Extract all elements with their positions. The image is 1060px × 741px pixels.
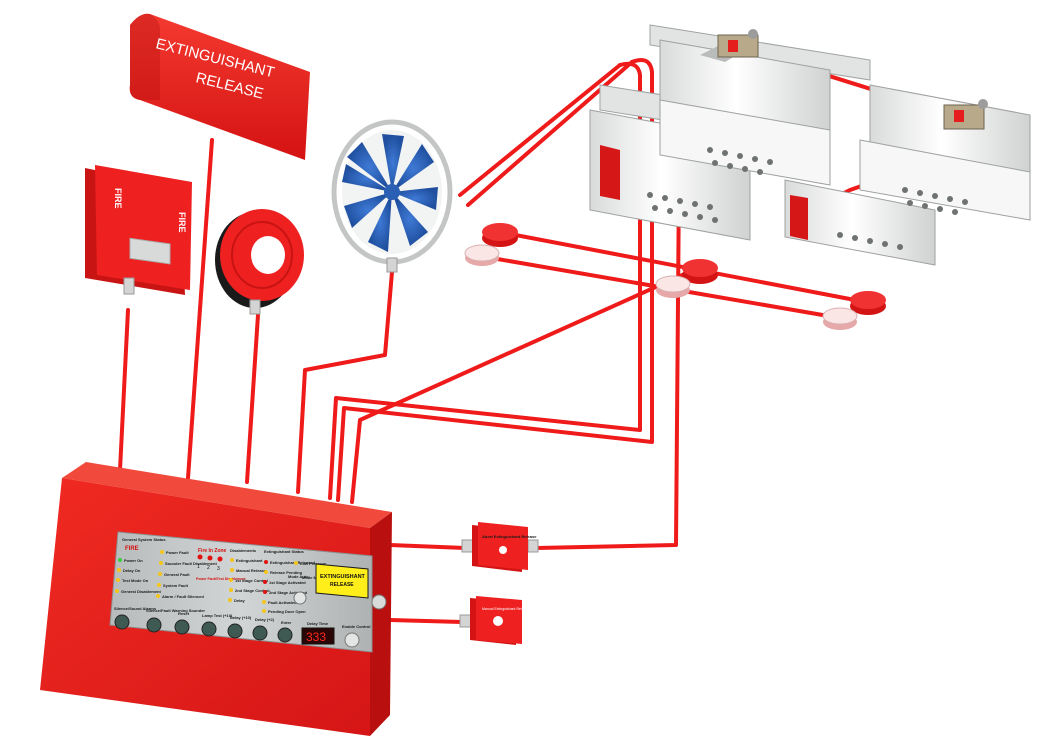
heat-detector-icon bbox=[682, 259, 718, 284]
wire-cyl-b bbox=[336, 58, 654, 502]
wire-cyl-a bbox=[328, 61, 642, 500]
button-label: Silence/Sound Alarms bbox=[114, 606, 157, 611]
led-label: 2nd Stage Control bbox=[235, 588, 269, 593]
led-label: 1st Stage Control bbox=[235, 578, 268, 583]
button-label: Delay (+10) bbox=[230, 615, 252, 620]
panel-lock-icon[interactable] bbox=[371, 594, 387, 610]
smoke-detector-icon bbox=[655, 275, 691, 298]
led-label: Sounder Fault Disablement bbox=[165, 561, 217, 566]
extinguishant-status-heading: Extinguishant Status bbox=[264, 549, 305, 554]
zone-number: 1 bbox=[197, 564, 200, 570]
led-label: Extinguishant Released bbox=[270, 560, 316, 565]
zone-number: 2 bbox=[207, 565, 210, 571]
heat-detector-icon bbox=[482, 223, 518, 247]
led-label: Delay On bbox=[123, 568, 141, 573]
wire-sign bbox=[186, 138, 214, 480]
general-status-heading: General System Status bbox=[122, 537, 166, 542]
led-label: Low Pressure bbox=[300, 561, 327, 566]
extinguishant-release-sign: EXTINGUISHANT RELEASE bbox=[129, 13, 310, 160]
fire-in-zone-heading: Fire In Zone bbox=[198, 548, 227, 554]
control-buttons: Silence/Sound Alarms Silence/Fault Warni… bbox=[114, 606, 370, 648]
led-label: Power On bbox=[124, 558, 143, 563]
strobe-label-left: FIRE bbox=[113, 188, 123, 209]
silence-sound-alarms-button[interactable] bbox=[114, 614, 130, 630]
abort-key-icon bbox=[499, 546, 507, 554]
lamp-test-button[interactable] bbox=[201, 621, 217, 637]
led-label: Alarm / Fault Silenced bbox=[162, 594, 204, 599]
fire-strobe-icon: FIRE FIRE bbox=[85, 165, 192, 295]
fire-control-panel: General System Status FIRE Fire In Zone … bbox=[40, 462, 392, 736]
fan-icon bbox=[331, 119, 453, 273]
wire-cyl-c bbox=[458, 63, 622, 197]
led-label: Fault Activated bbox=[268, 600, 297, 605]
button-label: Delay Time bbox=[307, 621, 329, 626]
nozzle-grid bbox=[647, 192, 718, 223]
smoke-detector-icon bbox=[822, 307, 858, 330]
mode-label: Mode Manual bbox=[302, 575, 327, 580]
smoke-detector-icon bbox=[464, 244, 500, 266]
zone-number: 3 bbox=[217, 566, 220, 572]
button-label: Silence/Fault Warning Sounder bbox=[146, 608, 205, 613]
panel-face bbox=[109, 531, 373, 653]
led-label: Delay bbox=[234, 598, 245, 603]
zone-note: Power Fault/Test Disablement bbox=[196, 577, 246, 581]
strobe-label-right: FIRE bbox=[177, 212, 187, 233]
fire-heading: FIRE bbox=[125, 546, 139, 552]
fault-led-column: Power Fault Sounder Fault Disablement Ge… bbox=[156, 550, 217, 599]
enable-control-key[interactable] bbox=[344, 632, 360, 648]
disablements-heading: Disablements bbox=[230, 548, 257, 553]
disablement-leds: Extinguishant Manual Release 1st Stage C… bbox=[228, 558, 269, 603]
button-label: Lamp Test (+10) bbox=[202, 613, 233, 618]
wire-abort bbox=[388, 543, 467, 550]
led-label: Release Pending bbox=[270, 570, 303, 575]
delay-plus-10-button[interactable] bbox=[227, 623, 243, 639]
wire-manual bbox=[388, 618, 464, 624]
manual-release-unit: Manual Extinguishant Release bbox=[459, 596, 529, 645]
wire-sounder bbox=[245, 313, 260, 484]
solenoid-valve-icon bbox=[943, 99, 988, 130]
wire-mid-detector bbox=[350, 266, 700, 504]
extinguishant-leds: Extinguishant Released Release Pending 1… bbox=[262, 560, 327, 614]
solenoid-valve-icon bbox=[717, 29, 759, 58]
delay-time-value: 333 bbox=[306, 630, 326, 644]
led-label: 2nd Stage Activated bbox=[269, 590, 308, 595]
extinguishant-warning-label: EXTINGUISHANT RELEASE bbox=[315, 563, 369, 599]
button-label: Delay (+2) bbox=[255, 617, 275, 622]
wire-strobe bbox=[118, 308, 130, 472]
led-label: Extinguishant bbox=[236, 558, 263, 563]
abort-label: Abort Extinguishant Release bbox=[482, 534, 537, 539]
delay-time-display bbox=[301, 627, 335, 645]
mode-label: Mode Auto bbox=[288, 574, 309, 579]
warning-label-line1: EXTINGUISHANT bbox=[320, 574, 366, 580]
led-label: General Fault bbox=[164, 572, 190, 577]
heat-detector-icon bbox=[850, 291, 886, 315]
led-label: General Disablement bbox=[121, 589, 161, 594]
led-label: Power Fault bbox=[166, 550, 189, 555]
warning-label-line2: RELEASE bbox=[330, 582, 354, 588]
led-label: 1st Stage Activated bbox=[269, 580, 306, 585]
wire-fan bbox=[296, 270, 394, 494]
abort-release-unit: Abort Extinguishant Release bbox=[461, 522, 539, 572]
button-label: Enter bbox=[281, 620, 292, 625]
led-label: Test Mode On bbox=[122, 578, 149, 583]
gas-cylinder-icon bbox=[784, 179, 936, 266]
reset-button[interactable] bbox=[174, 619, 190, 635]
sounder-icon bbox=[215, 209, 304, 315]
button-label: Enable Control bbox=[342, 624, 370, 629]
detectors bbox=[464, 223, 886, 330]
button-label: Reset bbox=[178, 611, 190, 616]
cylinder-bank bbox=[589, 24, 1031, 266]
zone-leds: 1 2 3 Power Fault/Test Disablement bbox=[196, 554, 246, 581]
led-label: Manual Release bbox=[236, 568, 267, 573]
manual-release-label: Manual Extinguishant Release bbox=[482, 607, 529, 611]
led-label: Pending Door Open bbox=[268, 609, 306, 614]
delay-plus-2-button[interactable] bbox=[252, 625, 268, 641]
mode-key-switch[interactable] bbox=[293, 591, 307, 605]
status-led-column: Power On Delay On Test Mode On General D… bbox=[115, 558, 161, 594]
enter-button[interactable] bbox=[277, 627, 293, 643]
led-label: System Fault bbox=[163, 583, 189, 588]
manual-release-button-icon bbox=[493, 616, 503, 626]
silence-fault-button[interactable] bbox=[146, 617, 162, 633]
